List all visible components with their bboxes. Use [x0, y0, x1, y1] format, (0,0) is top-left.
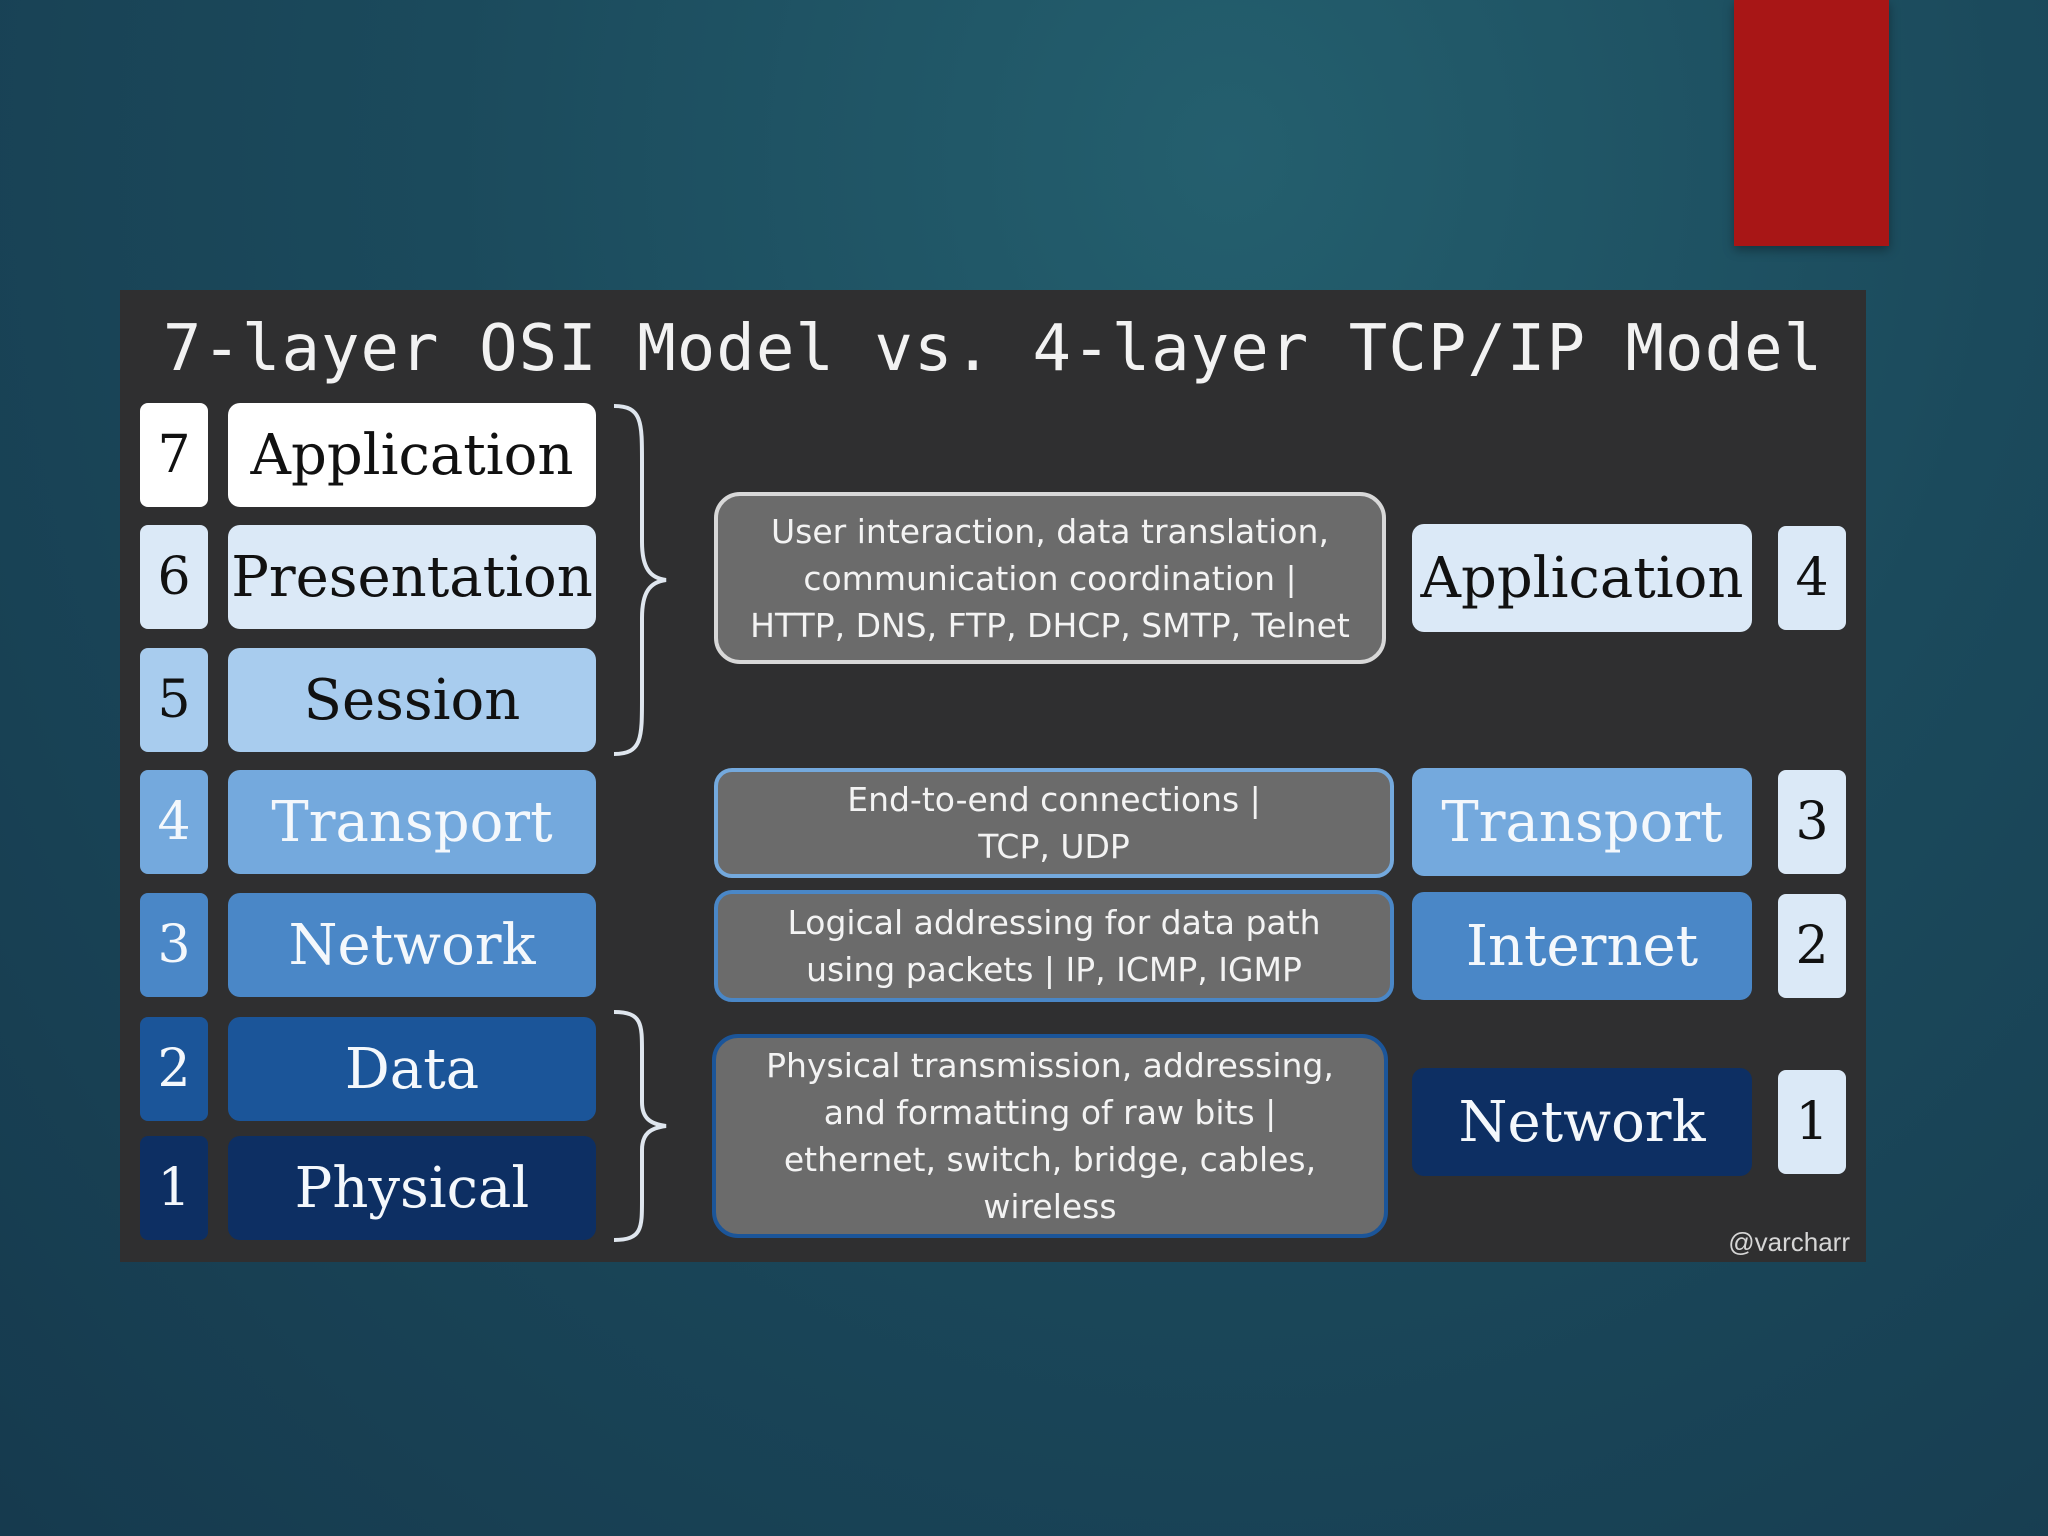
osi-number-1: 1 — [140, 1136, 208, 1240]
osi-number-4: 4 — [140, 770, 208, 874]
tcp-number-2: 2 — [1778, 894, 1846, 998]
tcp-number-1: 1 — [1778, 1070, 1846, 1174]
osi-number-2: 2 — [140, 1017, 208, 1121]
tcp-number-4: 4 — [1778, 526, 1846, 630]
osi-number-3: 3 — [140, 893, 208, 997]
description-network-line-1: Physical transmission, addressing, — [766, 1046, 1334, 1085]
osi-vs-tcp-diagram: 7-layer OSI Model vs. 4-layer TCP/IP Mod… — [120, 290, 1866, 1262]
brace-upper-icon — [613, 404, 667, 756]
tcp-number-3: 3 — [1778, 770, 1846, 874]
description-internet-line-2: using packets | IP, ICMP, IGMP — [806, 950, 1302, 989]
osi-number-7: 7 — [140, 403, 208, 507]
osi-layer-physical: Physical — [228, 1136, 596, 1240]
brace-lower-icon — [613, 1010, 667, 1242]
osi-layer-session: Session — [228, 648, 596, 752]
tcp-layer-application: Application — [1412, 524, 1752, 632]
description-network-line-2: and formatting of raw bits | — [823, 1093, 1277, 1132]
description-application-line-3: HTTP, DNS, FTP, DHCP, SMTP, Telnet — [750, 605, 1350, 645]
description-application-line-1: User interaction, data translation, — [771, 511, 1329, 551]
description-network: Physical transmission, addressing, and f… — [712, 1034, 1388, 1238]
osi-layer-transport: Transport — [228, 770, 596, 874]
osi-layer-network: Network — [228, 893, 596, 997]
description-application: User interaction, data translation, comm… — [714, 492, 1386, 664]
description-internet: Logical addressing for data path using p… — [714, 890, 1394, 1002]
description-network-line-4: wireless — [983, 1187, 1117, 1226]
tcp-layer-transport: Transport — [1412, 768, 1752, 876]
description-network-line-3: ethernet, switch, bridge, cables, — [783, 1140, 1317, 1179]
description-transport: End-to-end connections | TCP, UDP — [714, 768, 1394, 878]
description-internet-line-1: Logical addressing for data path — [787, 903, 1321, 942]
author-credit: @varcharr — [1728, 1227, 1850, 1257]
description-application-line-2: communication coordination | — [803, 558, 1297, 598]
diagram-title: 7-layer OSI Model vs. 4-layer TCP/IP Mod… — [162, 312, 1824, 386]
red-accent-tab — [1734, 0, 1889, 246]
osi-layer-application: Application — [228, 403, 596, 507]
osi-number-5: 5 — [140, 648, 208, 752]
description-transport-line-1: End-to-end connections | — [847, 780, 1261, 819]
tcp-layer-internet: Internet — [1412, 892, 1752, 1000]
tcp-layer-network: Network — [1412, 1068, 1752, 1176]
osi-number-6: 6 — [140, 525, 208, 629]
osi-layer-presentation: Presentation — [228, 525, 596, 629]
description-transport-line-2: TCP, UDP — [978, 827, 1130, 866]
osi-layer-data: Data — [228, 1017, 596, 1121]
